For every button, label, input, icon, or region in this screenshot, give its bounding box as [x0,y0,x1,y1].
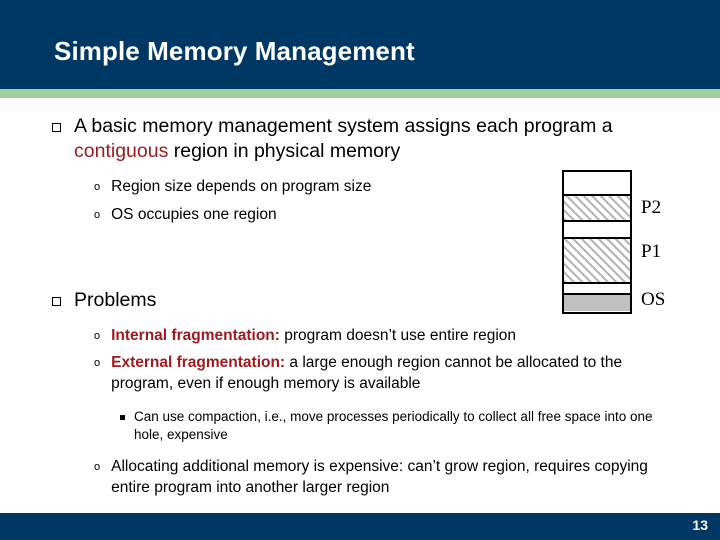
memory-band-free-top [564,172,630,196]
sub-bullet-external-fragmentation-text: External fragmentation: a large enough r… [111,352,669,394]
memory-band-free-low [564,284,630,295]
sub-bullet-internal-fragmentation-text: Internal fragmentation: program doesn’t … [111,325,516,346]
bullet-text-basic-mm-emphasis: contiguous [74,140,169,162]
circle-o-bullet-icon: o [94,461,101,473]
bullet-text-problems: Problems [74,289,157,311]
sub-bullet-external-fragmentation: o External fragmentation: a large enough… [94,352,669,394]
memory-band-p1 [564,239,630,284]
page-number: 13 [692,517,708,533]
circle-o-bullet-icon: o [94,330,101,342]
circle-o-bullet-icon: o [94,181,101,193]
slide-header-band [0,0,720,89]
memory-band-os [564,295,630,311]
filled-square-bullet-icon [120,415,125,420]
internal-fragmentation-emphasis: Internal fragmentation: [111,327,280,344]
page-title: Simple Memory Management [54,36,415,66]
hollow-square-bullet-icon [52,123,61,132]
bullet-text-basic-mm: A basic memory management system assigns… [74,114,634,164]
bullet-text-basic-mm-pre: A basic memory management system assigns… [74,115,613,137]
accent-divider [0,89,720,98]
sub-bullet-os-region-text: OS occupies one region [111,206,277,223]
memory-label-p1: P1 [641,241,662,262]
sub-bullet-region-size: o Region size depends on program size [94,176,669,197]
circle-o-bullet-icon: o [94,357,101,369]
slide-body: A basic memory management system assigns… [0,98,720,513]
memory-label-os: OS [641,289,666,310]
sub-bullet-allocating-memory: o Allocating additional memory is expens… [94,456,669,498]
sub-bullet-internal-fragmentation: o Internal fragmentation: program doesn’… [94,325,669,346]
external-fragmentation-rest: a large enough region cannot be allocate… [111,354,623,392]
bullet-text-basic-mm-post: region in physical memory [168,140,401,162]
bullet-item-problems: Problems [52,288,652,313]
memory-label-p2: P2 [641,197,662,218]
bullet-item-basic-mm: A basic memory management system assigns… [52,114,652,164]
memory-band-free-mid [564,222,630,239]
hollow-square-bullet-icon [52,297,61,306]
sub-bullet-allocating-memory-text: Allocating additional memory is expensiv… [111,458,648,496]
circle-o-bullet-icon: o [94,209,101,221]
external-fragmentation-emphasis: External fragmentation: [111,354,286,371]
sub-bullet-os-region: o OS occupies one region [94,204,669,225]
slide-footer-band [0,513,720,540]
sub-sub-bullet-compaction: Can use compaction, i.e., move processes… [120,408,665,444]
memory-band-p2 [564,196,630,222]
memory-layout-diagram [562,170,632,314]
sub-sub-bullet-compaction-text: Can use compaction, i.e., move processes… [134,409,653,442]
sub-bullet-region-size-text: Region size depends on program size [111,178,372,195]
internal-fragmentation-rest: program doesn’t use entire region [279,327,517,344]
